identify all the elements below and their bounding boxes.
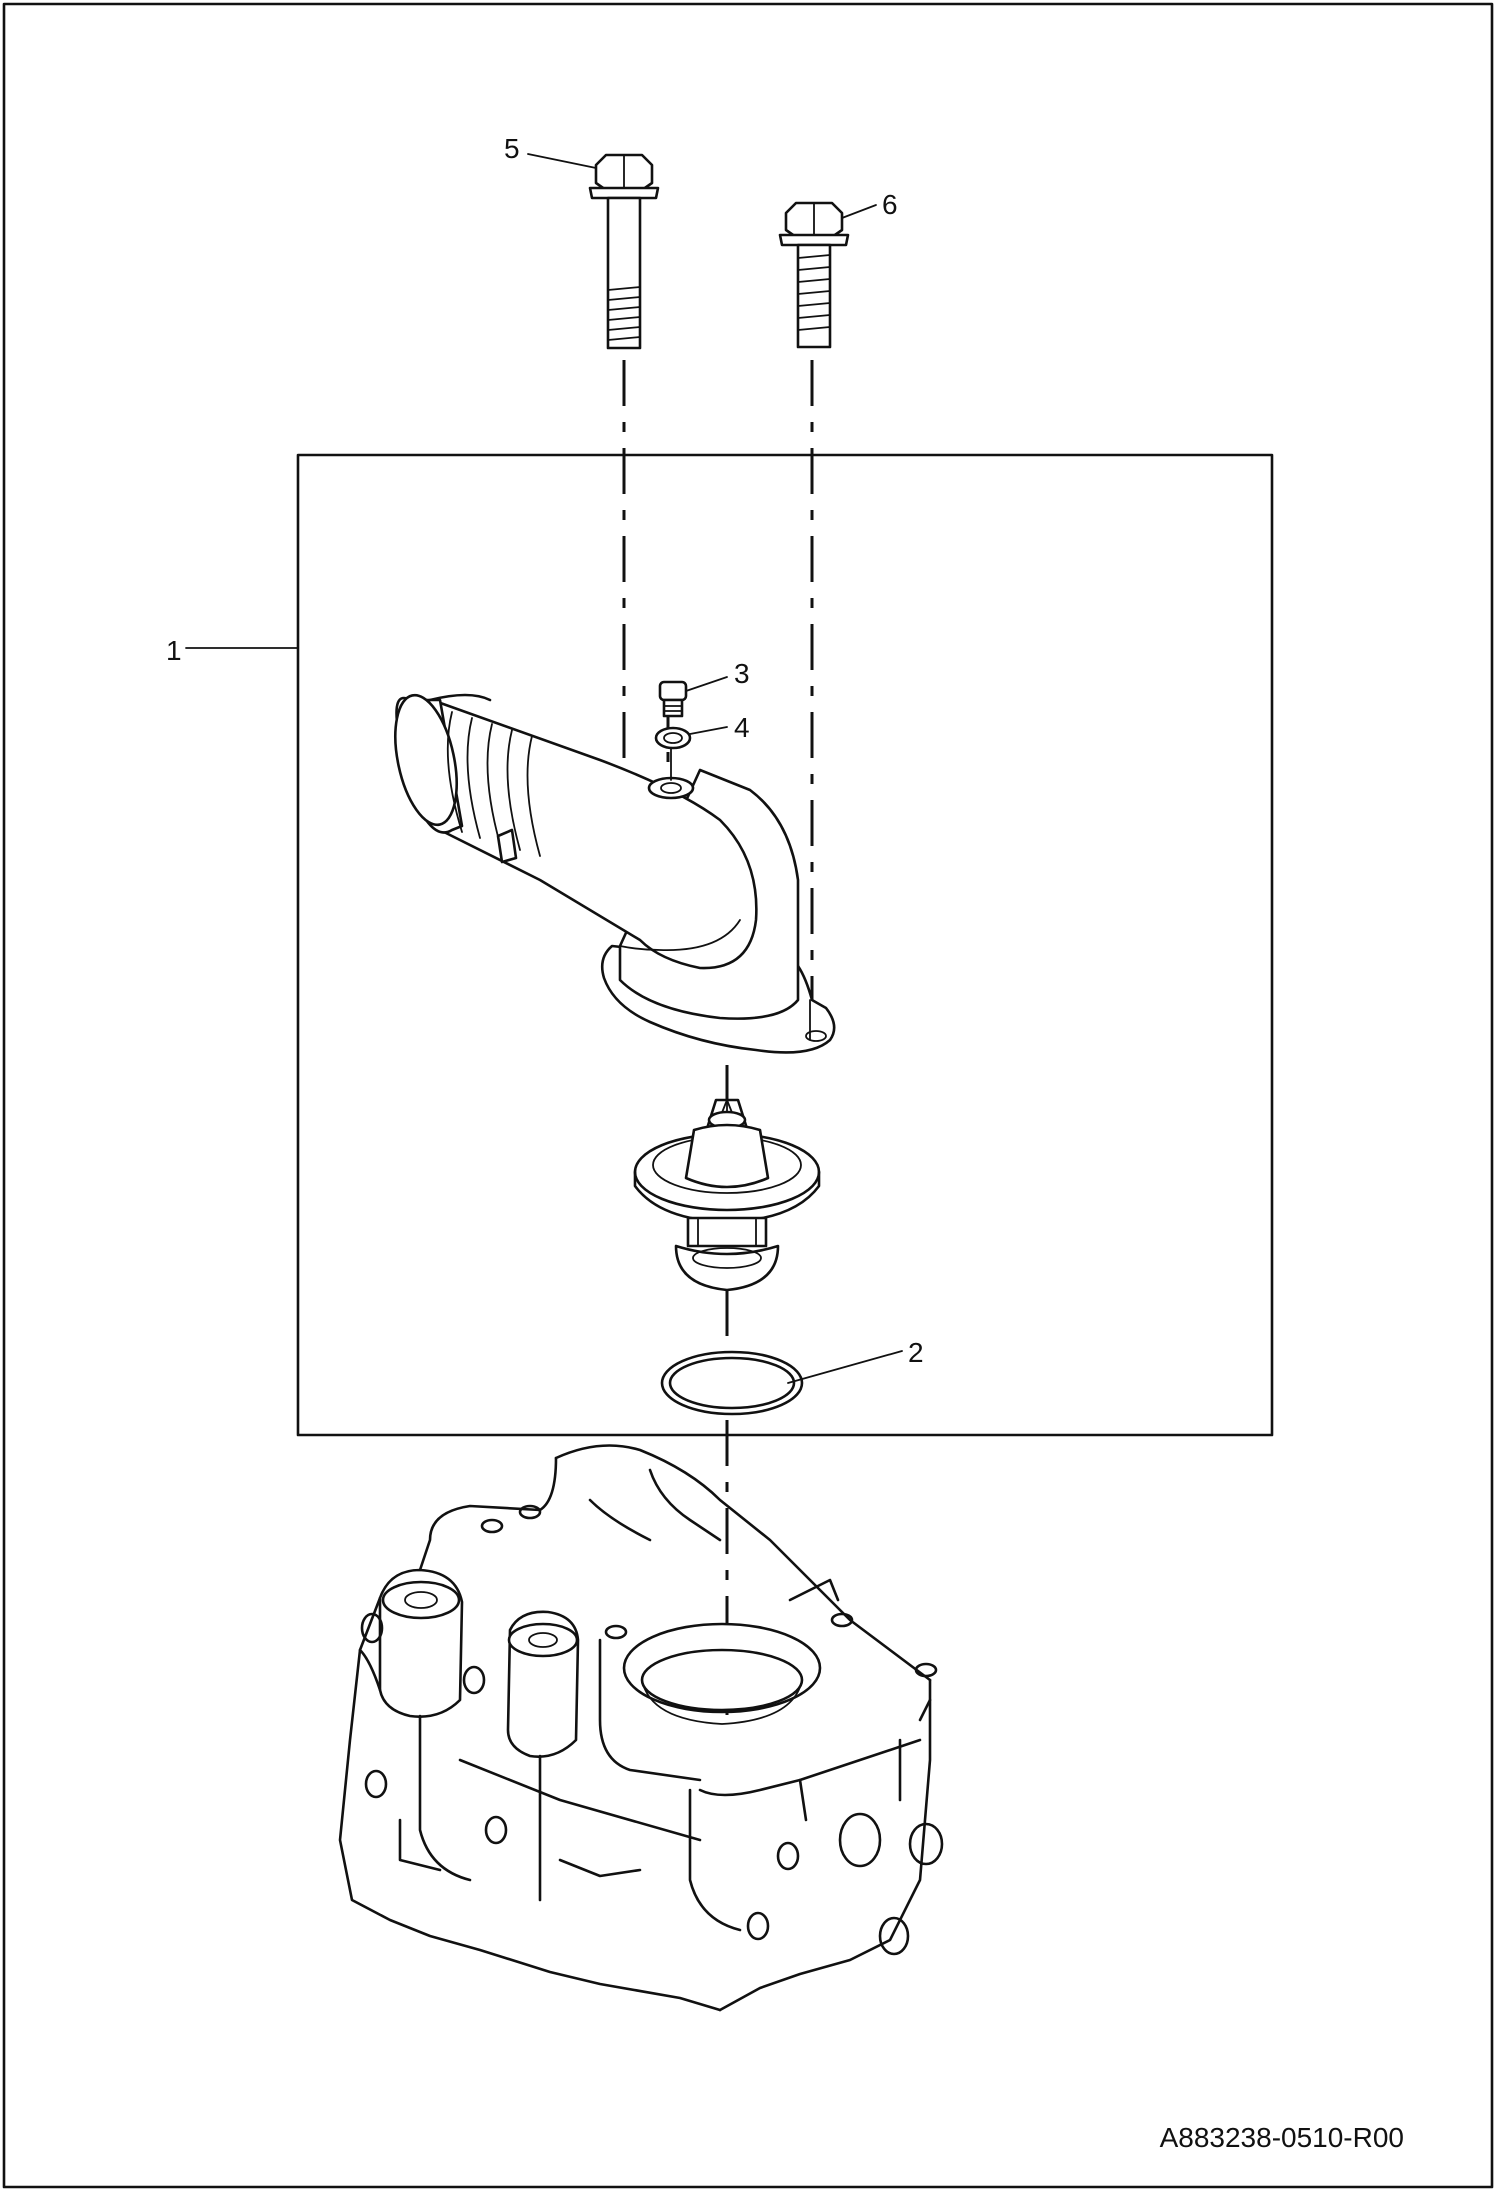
callout-4-leader — [689, 726, 728, 735]
callout-1-label: 1 — [166, 635, 182, 666]
cylinder-head — [338, 1444, 944, 2012]
callout-5-leader — [527, 153, 597, 169]
callout-2-leader — [787, 1350, 903, 1384]
callout-3-label: 3 — [734, 658, 750, 689]
thermostat — [633, 1098, 821, 1292]
callout-4-label: 4 — [734, 712, 750, 743]
callout-leaders — [185, 153, 903, 1384]
callout-3-leader — [685, 676, 728, 692]
washer — [654, 726, 692, 750]
callout-6-label: 6 — [882, 189, 898, 220]
callout-2-label: 2 — [908, 1337, 924, 1368]
long-flange-bolt — [588, 153, 660, 350]
o-ring — [660, 1350, 804, 1416]
callout-6-leader — [841, 204, 877, 219]
plug — [658, 680, 688, 718]
thermostat-housing — [394, 693, 836, 1054]
short-flange-bolt — [778, 201, 850, 349]
kit-boundary-box — [296, 453, 1274, 1437]
callout-5-label: 5 — [504, 133, 520, 164]
drawing-reference-code: A883238-0510-R00 — [1160, 2122, 1404, 2153]
